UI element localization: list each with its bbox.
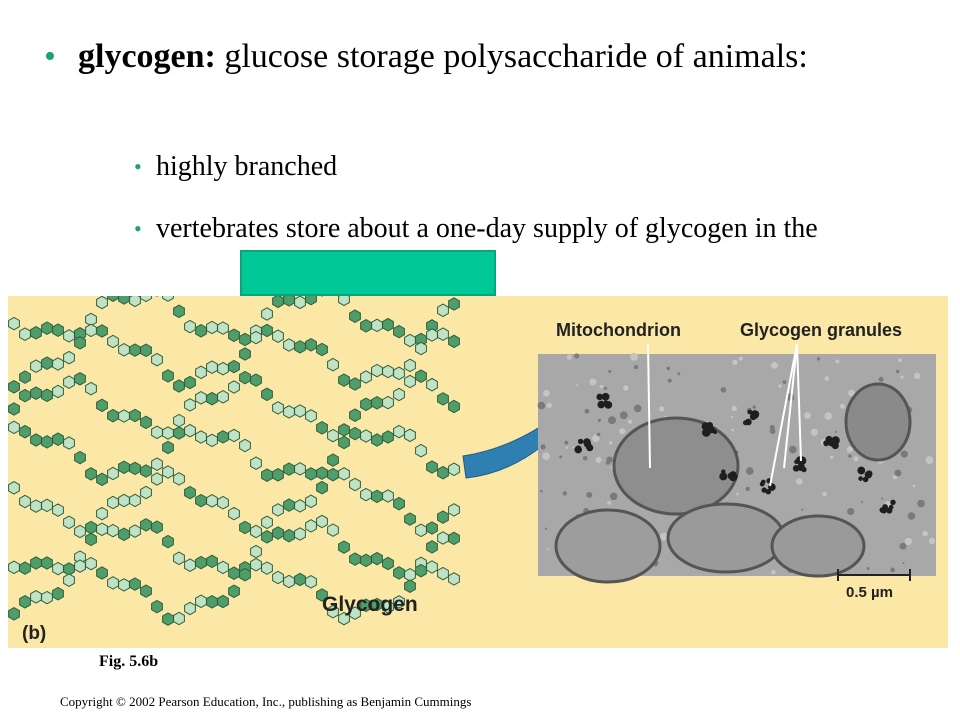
main-bullet-text: glycogen: glucose storage polysaccharide… xyxy=(78,38,898,76)
glycogen-chain xyxy=(8,323,460,394)
figure-caption: Fig. 5.6b xyxy=(99,653,159,670)
glycogen-chain xyxy=(8,296,460,348)
glycogen-figure: Mitochondrion Glycogen granules 0.5 µm G… xyxy=(8,296,948,648)
bullet-dot: • xyxy=(134,154,142,179)
label-glycogen: Glycogen xyxy=(322,593,418,616)
glycogen-chain xyxy=(8,369,460,443)
micrograph xyxy=(537,343,936,584)
glycogen-chain xyxy=(8,465,460,539)
glycogen-chain xyxy=(8,514,460,582)
copyright-notice: Copyright © 2002 Pearson Education, Inc.… xyxy=(60,694,472,709)
term-definition: glucose storage polysaccharide of animal… xyxy=(224,38,808,75)
glycogen-chains xyxy=(8,296,460,626)
glycogen-chain xyxy=(8,556,460,626)
label-mitochondrion: Mitochondrion xyxy=(556,320,681,340)
panel-label: (b) xyxy=(22,623,46,644)
label-glycogen-granules: Glycogen granules xyxy=(740,320,902,340)
hidden-answer-box[interactable] xyxy=(240,250,496,296)
bullet-dot: • xyxy=(44,38,56,75)
sub-bullet-text: vertebrates store about a one-day supply… xyxy=(156,213,818,244)
scale-bar-label: 0.5 µm xyxy=(846,584,893,601)
sub-bullet-text: highly branched xyxy=(156,151,338,182)
figure-illustration: Mitochondrion Glycogen granules 0.5 µm G… xyxy=(8,296,936,644)
term-glycogen: glycogen: xyxy=(78,38,216,75)
glycogen-chain xyxy=(8,420,460,487)
bullet-dot: • xyxy=(134,216,142,241)
